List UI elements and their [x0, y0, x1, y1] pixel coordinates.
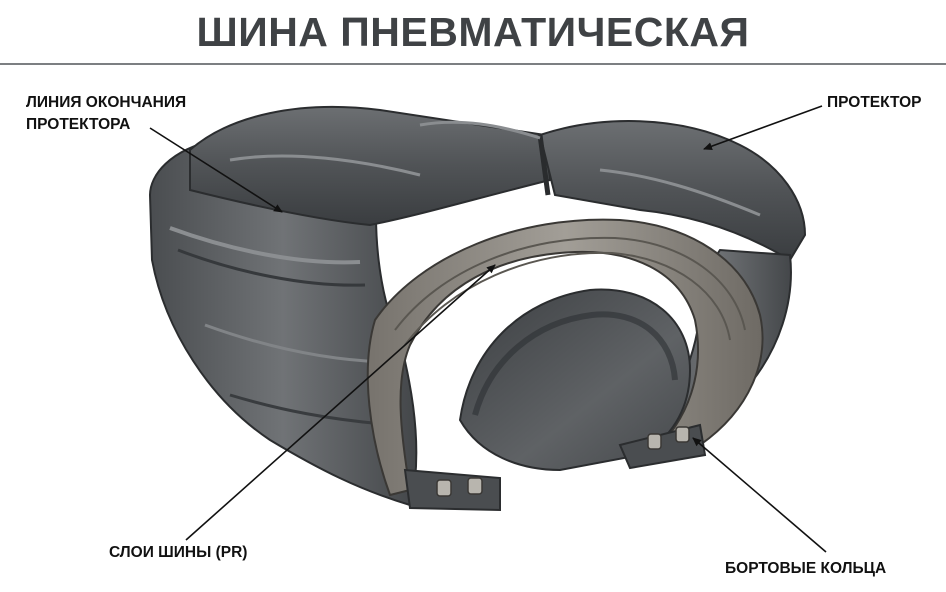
sidewall-groove	[177, 248, 366, 287]
leader-line-plies	[185, 264, 496, 541]
cavity-shadow	[472, 311, 678, 416]
bead-ring-left-2	[467, 477, 483, 495]
ply-layers	[366, 218, 764, 497]
leader-line-tread-end	[149, 127, 283, 213]
ply-line	[404, 251, 731, 346]
tread-groove	[229, 154, 421, 177]
bead-ring-left-1	[436, 479, 452, 497]
label-plies: СЛОИ ШИНЫ (PR)	[109, 544, 248, 561]
ply-line	[394, 236, 746, 331]
label-tread-end-line-1: ЛИНИЯ ОКОНЧАНИЯ	[26, 94, 187, 111]
label-tread-end-line-2: ПРОТЕКТОРА	[26, 116, 131, 133]
leader-line-bead	[692, 437, 827, 553]
tread-center-groove	[537, 134, 551, 196]
label-tread-end-line: ЛИНИЯ ОКОНЧАНИЯ ПРОТЕКТОРА	[26, 92, 186, 136]
inner-cavity	[458, 288, 692, 472]
left-bead-foot	[403, 468, 501, 512]
sidewall-groove	[204, 323, 386, 364]
bead-ring-right-1	[647, 433, 662, 450]
label-bead-rings: БОРТОВЫЕ КОЛЬЦА	[725, 560, 887, 577]
title-divider	[0, 63, 946, 65]
bead-ring-right-2	[675, 426, 690, 443]
tread-groove	[599, 168, 761, 217]
sidewall-groove	[169, 226, 361, 265]
leader-line-tread	[703, 105, 823, 151]
label-tread: ПРОТЕКТОР	[827, 94, 922, 111]
tread-groove	[419, 120, 541, 140]
page-title: ШИНА ПНЕВМАТИЧЕСКАЯ	[196, 9, 750, 55]
tread-block-right	[538, 120, 807, 262]
